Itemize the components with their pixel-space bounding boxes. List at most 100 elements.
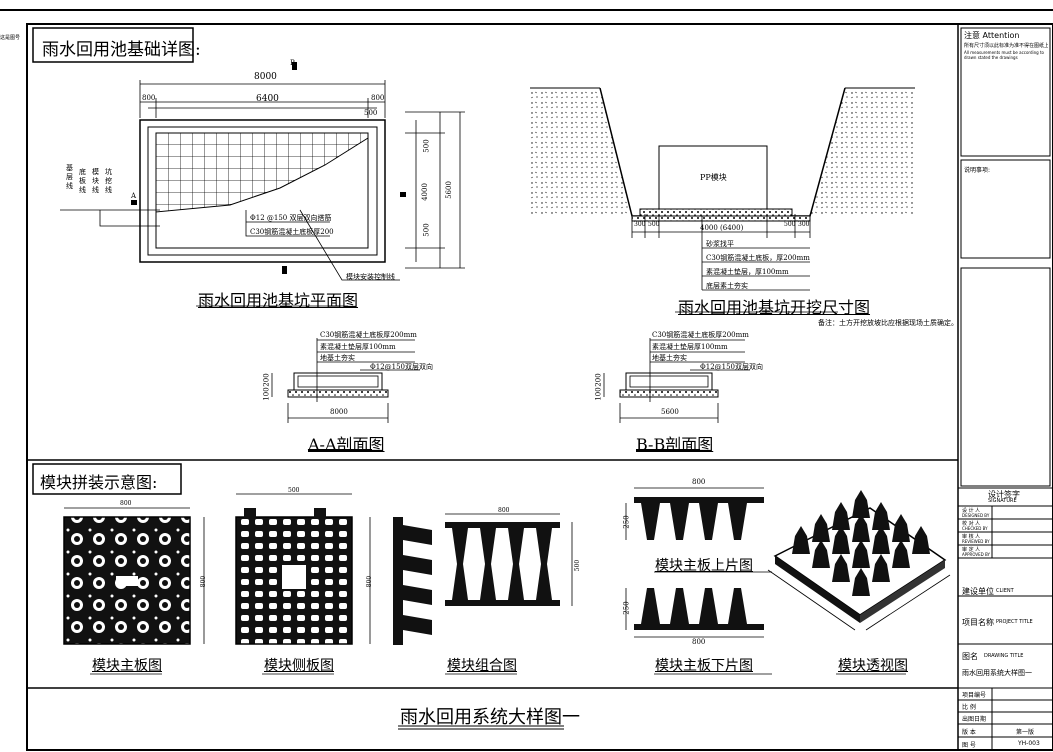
plan-mark-b-top: B	[290, 59, 296, 67]
section-a-note-3: 地基土夯实	[320, 354, 355, 362]
title-block	[958, 27, 1053, 750]
excavation-dim-l2: 500	[648, 221, 660, 228]
module-upper-dim-w: 800	[692, 478, 706, 486]
module-asm-dim-w: 800	[498, 507, 510, 514]
plan-rebar-note: Φ12 @150 双层双向搭筋	[250, 214, 332, 222]
tb-drawing-no-val: YH-003	[1018, 740, 1040, 747]
module-main-dim-h: 800	[200, 575, 208, 588]
module-upper-plate-drawing	[625, 487, 772, 573]
module-side-dim-w: 500	[288, 487, 300, 494]
module-lower-plate-drawing	[625, 588, 772, 675]
section-a-note-2: 素混凝土垫层厚100mm	[320, 343, 396, 351]
tb-project-cn: 项目名称	[962, 618, 994, 627]
plan-dim-right: 800	[371, 94, 385, 102]
plan-legend-1: 基层线	[66, 164, 73, 190]
section-a-dim-h1: 200	[262, 373, 271, 387]
section-b-rebar: Φ12@150双层双向	[700, 363, 764, 371]
plan-legend-2: 底板线	[79, 168, 86, 194]
tb-version-val: 第一版	[1016, 729, 1035, 736]
section-b-note-1: C30钢筋混凝土底板厚200mm	[652, 331, 749, 339]
foundation-header-box	[32, 27, 194, 63]
tb-designer: 设 计 人	[962, 508, 981, 514]
tb-checker-en: CHECKED BY	[962, 526, 988, 531]
module-main-plate-drawing	[63, 507, 205, 675]
module-side-plate-title: 模块侧板图	[264, 658, 334, 674]
section-b-dim-w: 5600	[661, 408, 679, 416]
module-perspective-title: 模块透视图	[838, 658, 908, 674]
tb-signature-en: SIGNATURE	[988, 498, 1017, 504]
section-b-title: B-B剖面图	[636, 435, 714, 454]
tb-drawing-name: 雨水回用系统大样图一	[962, 669, 1032, 677]
tb-client-en: CLIENT	[996, 588, 1014, 594]
module-lower-title: 模块主板下片图	[655, 658, 753, 674]
tb-project-en: PROJECT TITLE	[996, 619, 1033, 625]
tb-attention: 注意 Attention	[964, 31, 1020, 40]
section-a-title: A-A剖面图	[308, 435, 385, 454]
section-a-view	[271, 338, 420, 451]
plan-dim-inner-right: 500	[364, 109, 378, 117]
section-b-dim-h1: 200	[594, 373, 603, 387]
module-assembly-title: 模块组合图	[447, 658, 517, 674]
excavation-layer-4: 底层素土夯实	[706, 282, 748, 290]
tb-reviewer-en: REVIEWED BY	[962, 539, 990, 544]
tb-reviewer: 审 核 人	[962, 534, 981, 540]
tb-date: 出图日期	[962, 716, 987, 723]
plan-mark-a: A	[131, 192, 137, 200]
section-a-dim-w: 8000	[330, 408, 348, 416]
section-b-view	[603, 338, 750, 451]
plan-module-line-note: 模块安装控制线	[346, 273, 395, 281]
tb-checker: 校 对 人	[962, 521, 981, 527]
tb-attention-text: 所有尺寸须以此标准为准不得在图纸上	[964, 43, 1048, 49]
plan-dim-left: 800	[142, 94, 156, 102]
section-b-note-2: 素混凝土垫层厚100mm	[652, 343, 728, 351]
excavation-dim-r1: 500	[784, 221, 796, 228]
section-b-dim-h2: 100	[594, 387, 603, 401]
module-side-dim-h: 800	[366, 575, 374, 588]
plan-dim-total: 8000	[254, 72, 277, 82]
plan-dim-v-inner: 4000	[420, 183, 429, 201]
excavation-title: 雨水回用池基坑开挖尺寸图	[678, 298, 871, 317]
excavation-layer-1: 砂浆找平	[706, 240, 734, 248]
excavation-layer-2: C30钢筋混凝土底板，厚200mm	[706, 254, 810, 262]
tb-designer-en: DESIGNED BY	[962, 513, 990, 518]
tb-signature: 设计签字	[988, 490, 1020, 499]
module-lower-dim-w: 800	[692, 638, 706, 646]
excavation-dim-r2: 300	[798, 221, 810, 228]
tb-drawing-cn: 图名	[962, 652, 978, 661]
module-perspective-drawing	[767, 490, 951, 675]
tb-scale: 比 例	[962, 704, 976, 711]
foundation-section-header: 雨水回用池基础详图:	[42, 40, 201, 60]
module-lower-dim-h: 250	[622, 601, 631, 615]
plan-dim-v-total: 5600	[444, 181, 453, 199]
section-b-note-3: 地基土夯实	[652, 354, 687, 362]
tb-client-cn: 建设单位	[962, 587, 994, 596]
plan-view	[60, 62, 465, 307]
module-upper-title: 模块主板上片图	[655, 558, 753, 574]
tb-proj-no: 项目编号	[962, 692, 987, 699]
plan-dim-v-top: 500	[422, 139, 431, 153]
plan-legend-4: 坑挖线	[105, 168, 112, 194]
plan-legend-3: 模块线	[92, 168, 99, 194]
excavation-layer-3: 素混凝土垫层，厚100mm	[706, 268, 789, 276]
tb-version: 版 本	[962, 729, 976, 736]
module-section-header: 模块拼装示意图:	[40, 473, 158, 492]
tb-drawing-no: 图 号	[962, 742, 976, 749]
outer-frame	[0, 9, 1053, 751]
plan-title: 雨水回用池基坑平面图	[198, 291, 359, 310]
tb-approver-en: APPROVED BY	[962, 552, 991, 557]
excavation-view	[530, 87, 915, 313]
section-a-rebar: Φ12@150双层双向	[370, 363, 434, 371]
tb-approver: 审 定 人	[962, 547, 981, 553]
module-assembly-drawing	[393, 513, 573, 675]
plan-dim-v-bottom: 500	[422, 223, 431, 237]
module-asm-dim-h: 500	[574, 559, 582, 572]
tb-attention-en: All measurements must be according to dr…	[964, 50, 1045, 60]
bottom-drawing-title: 雨水回用系统大样图一	[400, 707, 580, 728]
excavation-dim-l1: 300	[634, 221, 646, 228]
module-main-dim-w: 800	[120, 500, 132, 507]
plan-slab-note: C30钢筋混凝土底板厚200	[250, 228, 334, 236]
tb-drawing-en: DRAWING TITLE	[984, 653, 1024, 659]
section-a-note-1: C30钢筋混凝土底板厚200mm	[320, 331, 417, 339]
module-upper-dim-h: 250	[622, 515, 631, 529]
